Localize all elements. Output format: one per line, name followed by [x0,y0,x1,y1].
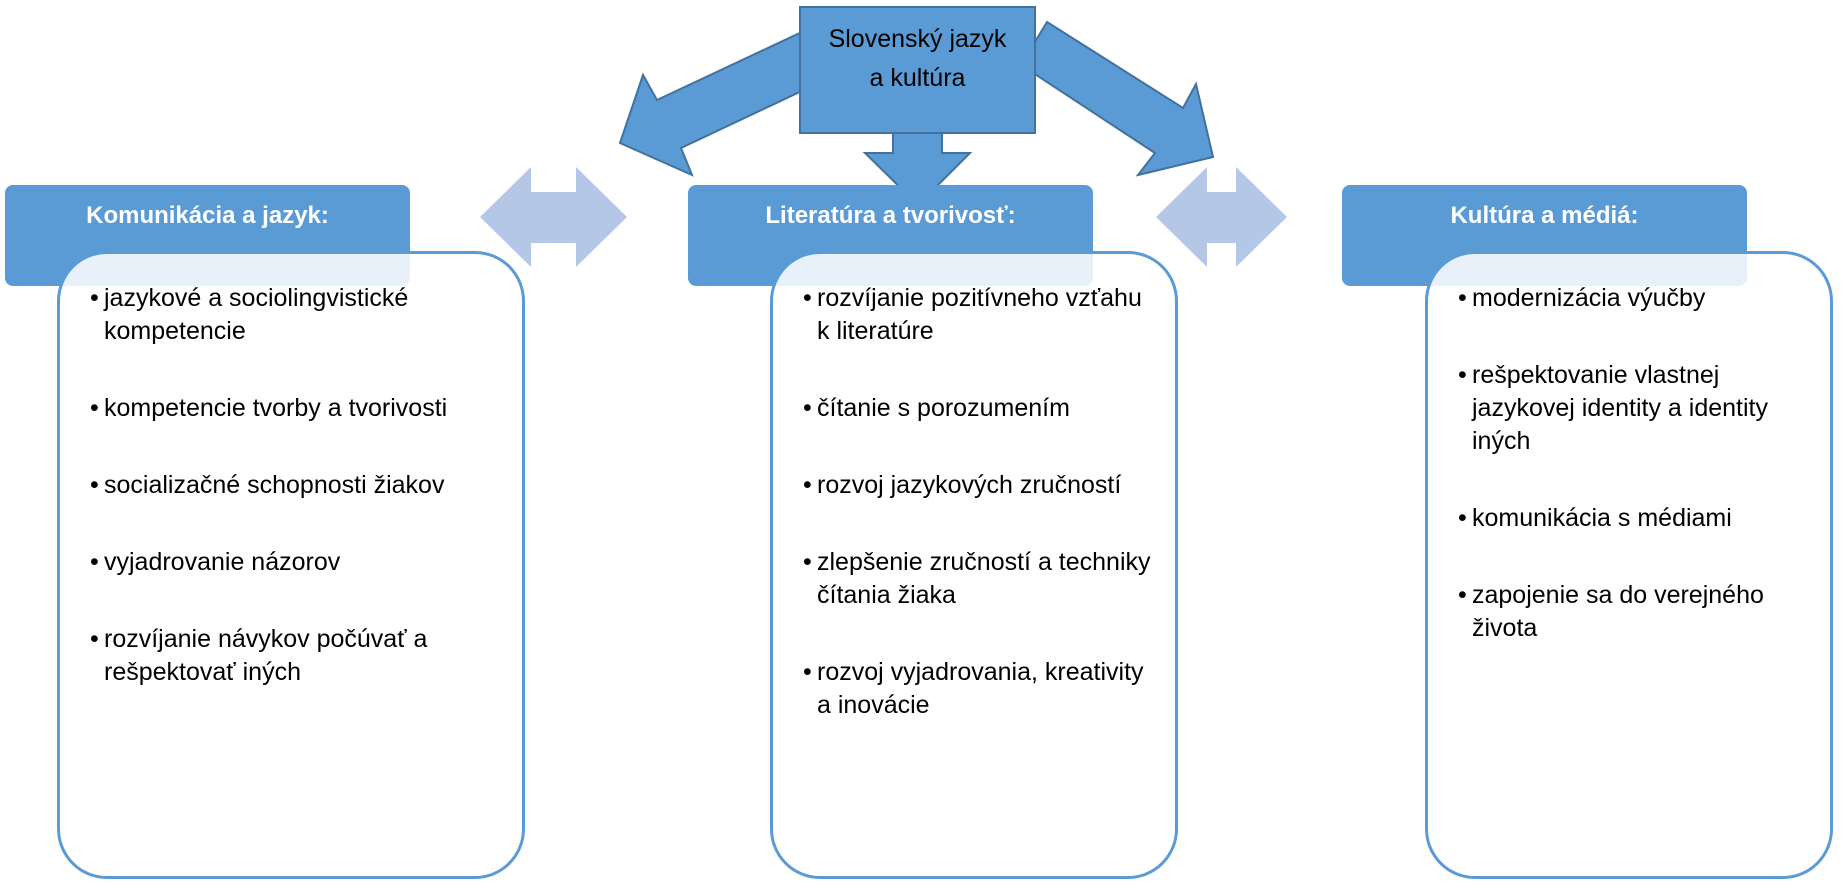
list-item: • rozvíjanie pozitívneho vzťahu k litera… [803,284,1142,345]
bullet-icon: • [90,625,99,653]
bullet-icon: • [90,284,99,312]
bullet-icon: • [1458,361,1467,389]
list-item: • kompetencie tvorby a tvorivosti [90,392,508,425]
list-item: • zlepšenie zručností a techniky čítania… [803,548,1151,609]
bullet-icon: • [803,394,812,422]
arrow-to-middle-column [862,132,973,207]
bullet-icon: • [1458,504,1467,532]
column-card-literature: • rozvíjanie pozitívneho vzťahu k litera… [770,251,1178,879]
list-item: • rešpektovanie vlastnej jazykovej ident… [1458,361,1768,455]
column-title: Kultúra a médiá: [1450,202,1639,229]
list-item: • rozvoj jazykových zručností [803,469,1161,502]
bullet-icon: • [803,471,812,499]
root-title: Slovenský jazyk a kultúra [800,7,1035,133]
bullet-icon: • [1458,284,1467,312]
root-title-line1: Slovenský jazyk [828,25,1007,53]
column-title: Literatúra a tvorivosť: [765,202,1016,229]
bullet-icon: • [1458,581,1467,609]
bullet-icon: • [90,471,99,499]
bullet-icon: • [803,548,812,576]
arrow-to-left-column [618,30,827,177]
list-item: •vyjadrovanie názorov [90,546,508,579]
bullet-icon: • [90,394,99,422]
list-item: • zapojenie sa do verejného života [1458,581,1764,642]
list-item: • čítanie s porozumením [803,392,1161,425]
list-item: • jazykové a sociolingvistické kompetenc… [90,284,409,345]
bullet-icon: • [90,548,99,576]
root-box [799,6,1036,134]
list-item: •rozvoj vyjadrovania, kreativity a inová… [803,658,1144,719]
column-card-culture: •modernizácia výučby • rešpektovanie vla… [1425,251,1833,879]
root-title-line2: a kultúra [869,64,966,92]
bullet-icon: • [803,658,812,686]
arrow-to-right-column [1019,20,1215,177]
column-title: Komunikácia a jazyk: [86,202,329,229]
list-item: •rozvíjanie návykov počúvať a rešpektova… [90,625,428,686]
list-item: •modernizácia výučby [1458,282,1816,315]
bullet-icon: • [803,284,812,312]
double-arrow-right [1156,167,1287,267]
double-arrow-left [480,167,627,267]
list-item: • socializačné schopnosti žiakov [90,469,508,502]
column-card-communication: • jazykové a sociolingvistické kompetenc… [57,251,525,879]
list-item: •komunikácia s médiami [1458,502,1816,535]
